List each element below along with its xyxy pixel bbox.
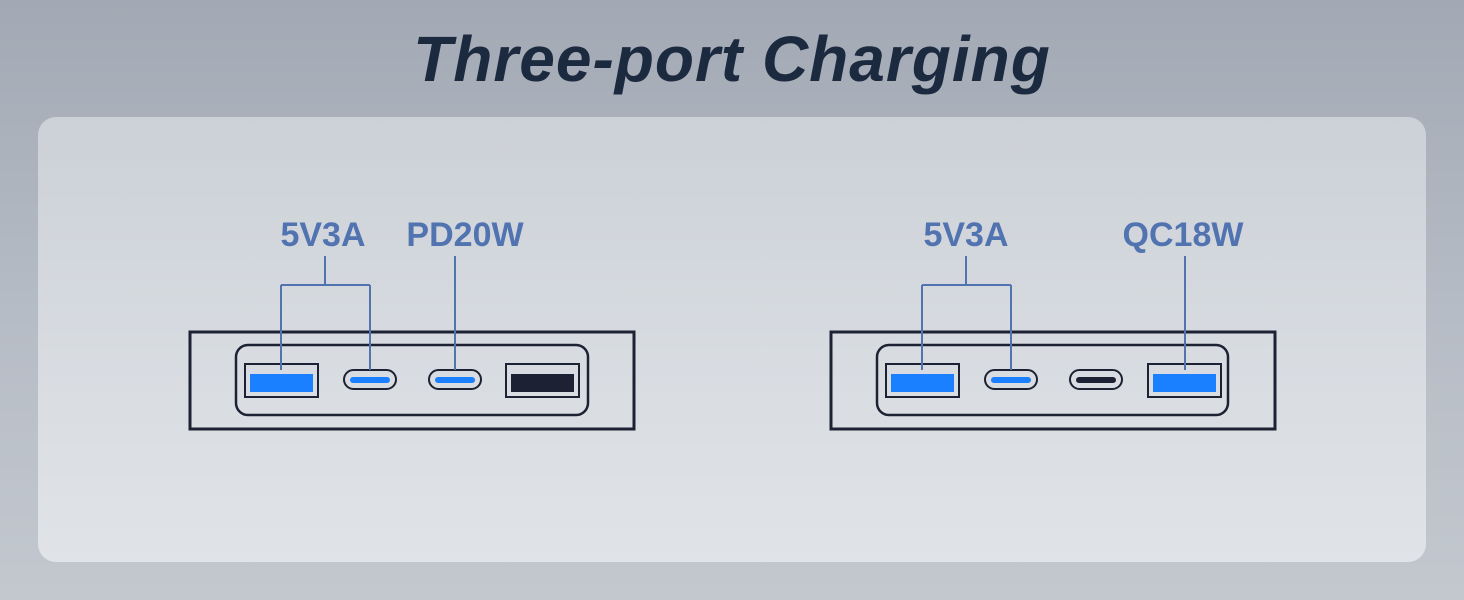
label-qc18w: QC18W <box>1123 216 1245 254</box>
label-5v3a: 5V3A <box>923 216 1008 254</box>
page-title: Three-port Charging <box>413 23 1051 95</box>
port-panel <box>234 343 590 417</box>
device-housing <box>829 330 1277 431</box>
usb-a-port-fill <box>511 374 574 392</box>
connector-line-5v3a <box>280 256 371 370</box>
connector-line-5v3a <box>921 256 1012 370</box>
usb-c-port-fill <box>435 377 475 383</box>
background-panel <box>38 117 1426 562</box>
label-pd20w: PD20W <box>406 216 524 254</box>
configuration-left: 5V3A PD20W <box>188 216 636 431</box>
port-panel <box>875 343 1230 417</box>
usb-a-port <box>505 363 580 398</box>
label-5v3a: 5V3A <box>280 216 365 254</box>
usb-c-port-fill <box>350 377 390 383</box>
usb-a-port-fill <box>891 374 954 392</box>
usb-c-port-fill <box>1076 377 1116 383</box>
device-housing <box>188 330 636 431</box>
usb-c-port-fill <box>991 377 1031 383</box>
configuration-right: 5V3A QC18W <box>829 216 1277 431</box>
usb-a-port-fill <box>1153 374 1216 392</box>
usb-a-port-fill <box>250 374 313 392</box>
usb-c-port <box>1069 369 1123 390</box>
